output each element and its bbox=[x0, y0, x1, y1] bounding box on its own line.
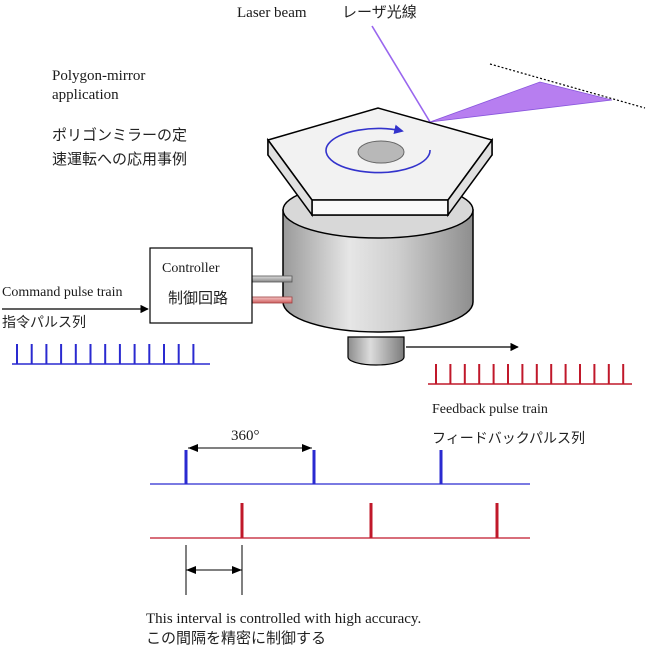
command-pulse-train bbox=[12, 344, 210, 365]
angle-arrowhead-right bbox=[302, 444, 312, 452]
angle-arrowhead-left bbox=[188, 444, 198, 452]
wire-signal bbox=[251, 275, 293, 283]
application-title-jp-line2: 速運転への応用事例 bbox=[52, 150, 187, 168]
motor-shaft bbox=[347, 336, 405, 366]
command-pulse-label-jp: 指令パルス列 bbox=[2, 315, 86, 331]
controller-label-en: Controller bbox=[162, 261, 220, 276]
angle-label: 360° bbox=[231, 428, 260, 444]
application-title-line2: application bbox=[52, 87, 119, 103]
circular-arrow-icon bbox=[325, 124, 431, 174]
feedback-pulse-label-jp: フィードバックパルス列 bbox=[432, 431, 585, 447]
mirror-side-left bbox=[267, 137, 313, 218]
controller-box bbox=[149, 247, 253, 324]
mirror-front-face bbox=[311, 199, 449, 216]
wire-power bbox=[251, 296, 293, 304]
mirror-side-right bbox=[447, 137, 493, 218]
laser-beam-label-en: Laser beam bbox=[237, 5, 307, 21]
motor-body bbox=[282, 209, 474, 333]
feedback-pulse-train bbox=[428, 364, 632, 385]
polygon-mirror bbox=[266, 107, 494, 218]
timing-command-signal bbox=[150, 450, 530, 485]
controller-label-jp: 制御回路 bbox=[168, 289, 228, 307]
interval-arrowhead-right bbox=[232, 566, 242, 574]
scan-surface-line bbox=[489, 63, 646, 109]
application-title-line1: Polygon-mirror bbox=[52, 68, 145, 84]
laser-beam bbox=[371, 25, 431, 123]
application-title-jp-line1: ポリゴンミラーの定 bbox=[52, 126, 187, 144]
interval-arrowhead-left bbox=[186, 566, 196, 574]
reflected-beam bbox=[429, 81, 613, 123]
mirror-hub bbox=[357, 140, 405, 164]
interval-caption-en: This interval is controlled with high ac… bbox=[146, 611, 421, 627]
feedback-pulse-label-en: Feedback pulse train bbox=[432, 402, 548, 417]
interval-caption-jp: この間隔を精密に制御する bbox=[146, 629, 326, 647]
laser-beam-label-jp: レーザ光線 bbox=[342, 3, 417, 21]
command-pulse-label-en: Command pulse train bbox=[2, 285, 123, 300]
timing-feedback-signal bbox=[150, 503, 530, 539]
